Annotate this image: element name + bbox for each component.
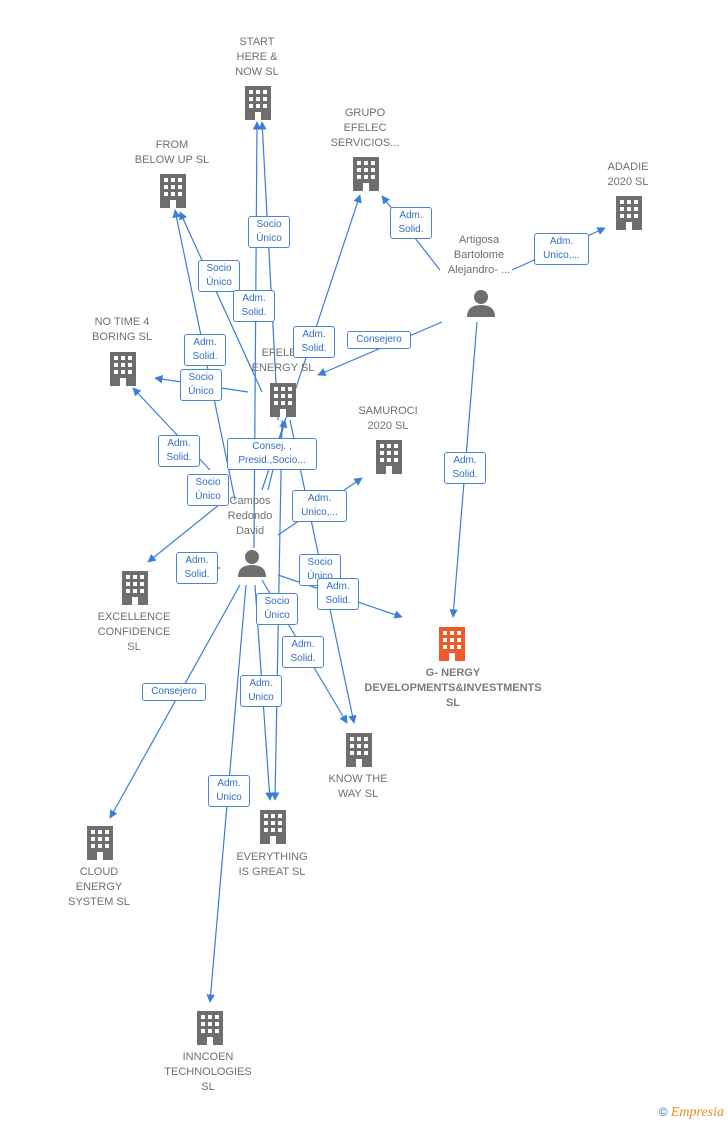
- edge-label[interactable]: Adm. Solid.: [158, 435, 200, 467]
- edge-label[interactable]: Consejero: [142, 683, 206, 701]
- node-icons: [87, 86, 642, 1045]
- building-icon: [270, 383, 296, 417]
- node-start-here[interactable]: START HERE & NOW SL: [235, 36, 279, 78]
- node-gnergy[interactable]: G- NERGY DEVELOPMENTS&INVESTMENTS SL: [364, 667, 542, 709]
- building-icon: [87, 826, 113, 860]
- edge-label[interactable]: Adm. Solid.: [233, 290, 275, 322]
- edge-label[interactable]: Socio Único: [187, 474, 229, 506]
- node-artigosa[interactable]: Artigosa Bartolome Alejandro- ...: [447, 234, 511, 276]
- edge-label[interactable]: Adm. Unico: [240, 675, 282, 707]
- building-icon: [376, 440, 402, 474]
- edge-label[interactable]: Socio Único: [248, 216, 290, 248]
- building-icon: [197, 1011, 223, 1045]
- copyright-icon: ©: [658, 1105, 668, 1119]
- edge-label[interactable]: Adm. Solid.: [444, 452, 486, 484]
- edge-label[interactable]: Adm. Solid.: [176, 552, 218, 584]
- node-everything[interactable]: EVERYTHING IS GREAT SL: [236, 851, 308, 878]
- edge-label[interactable]: Adm. Solid.: [293, 326, 335, 358]
- edge-label[interactable]: Consejero: [347, 331, 411, 349]
- node-excellence[interactable]: EXCELLENCE CONFIDENCE SL: [97, 611, 171, 653]
- edge: [147, 499, 226, 563]
- building-icon: [260, 810, 286, 844]
- building-icon: [245, 86, 271, 120]
- person-icon: [467, 290, 495, 317]
- edge-label[interactable]: Adm. Solid.: [317, 578, 359, 610]
- edge: [109, 584, 241, 819]
- node-know-the-way[interactable]: KNOW THE WAY SL: [328, 773, 388, 800]
- person-icon: [238, 550, 266, 577]
- edge-label[interactable]: Socio Único: [256, 593, 298, 625]
- node-inncoen[interactable]: INNCOEN TECHNOLOGIES SL: [164, 1051, 252, 1093]
- node-adadie[interactable]: ADADIE 2020 SL: [607, 161, 649, 188]
- edge-label[interactable]: Adm. Unico,...: [534, 233, 589, 265]
- edge-label[interactable]: Adm. Solid.: [282, 636, 324, 668]
- edge-label[interactable]: Consej. , Presid.,Socio...: [227, 438, 317, 470]
- brand-logo: Empresia: [670, 1105, 724, 1120]
- edge-label[interactable]: Socio Único: [198, 260, 240, 292]
- node-from-below-up[interactable]: FROM BELOW UP SL: [134, 139, 210, 166]
- edge-label[interactable]: Adm. Unico,...: [292, 490, 347, 522]
- edge-label[interactable]: Adm. Unico: [208, 775, 250, 807]
- node-samuroci[interactable]: SAMUROCI 2020 SL: [358, 405, 418, 432]
- footer-brand[interactable]: © Empresia: [659, 1105, 724, 1121]
- building-icon: [439, 627, 465, 661]
- edge: [252, 121, 262, 549]
- building-icon: [122, 571, 148, 605]
- node-cloud[interactable]: CLOUD ENERGY SYSTEM SL: [68, 866, 130, 908]
- edge-label[interactable]: Adm. Solid.: [390, 207, 432, 239]
- building-icon: [346, 733, 372, 767]
- node-campos[interactable]: Campos Redondo David: [227, 495, 273, 537]
- building-icon: [160, 174, 186, 208]
- edge: [179, 211, 263, 393]
- node-grupo-efelec[interactable]: GRUPO EFELEC SERVICIOS...: [330, 107, 400, 149]
- edge-label[interactable]: Socio Único: [180, 369, 222, 401]
- edge: [258, 121, 279, 421]
- edge-label[interactable]: Adm. Solid.: [184, 334, 226, 366]
- node-no-time[interactable]: NO TIME 4 BORING SL: [92, 316, 152, 343]
- building-icon: [616, 196, 642, 230]
- building-icon: [110, 352, 136, 386]
- building-icon: [353, 157, 379, 191]
